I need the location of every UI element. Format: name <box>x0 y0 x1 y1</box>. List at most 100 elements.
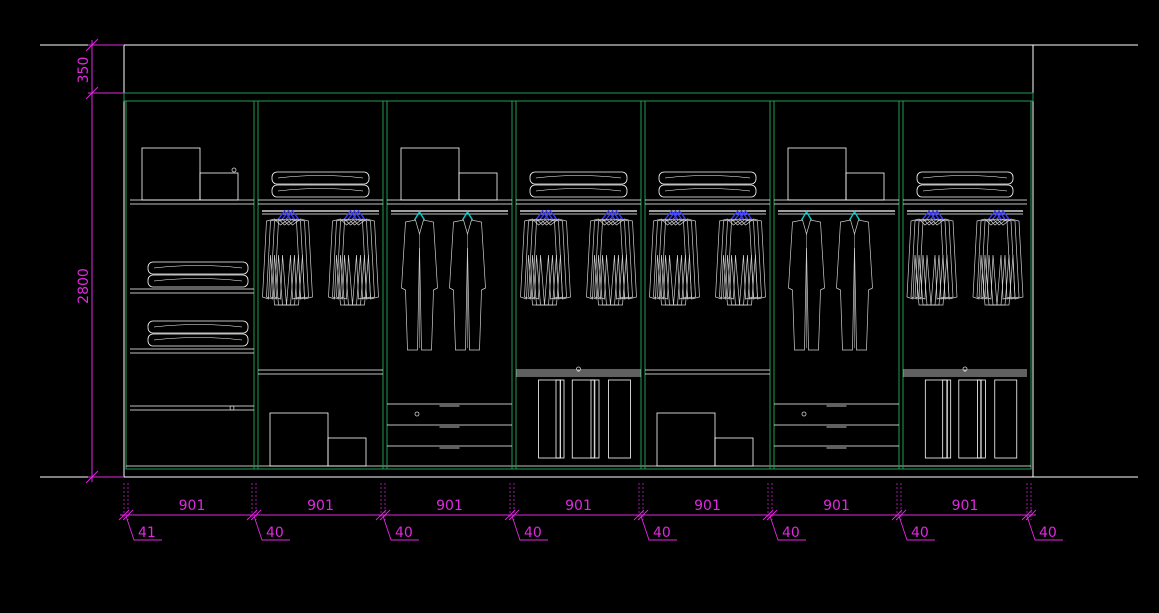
frame <box>40 44 1138 478</box>
hanging-trousers <box>924 379 948 459</box>
divider-panel <box>511 100 517 470</box>
dim-tick <box>895 509 907 521</box>
hanging-shirt <box>332 218 371 306</box>
hanging-shirt <box>266 218 305 306</box>
hanging-shirt <box>984 218 1024 306</box>
panel-thickness-label: 41 <box>138 525 156 541</box>
folded-clothes <box>664 175 751 179</box>
hanging-trousers <box>958 379 982 459</box>
dim-tick <box>891 509 903 521</box>
bay-width-label: 901 <box>179 498 206 514</box>
hanging-shirt <box>336 218 375 306</box>
folded-clothes <box>922 175 1008 179</box>
leader-line <box>382 515 419 541</box>
wardrobe-contents <box>130 147 1027 467</box>
hanger <box>461 210 474 221</box>
bay-width-label: 901 <box>436 498 463 514</box>
hanger <box>281 209 296 220</box>
dim-tick <box>122 509 134 521</box>
folded-clothes <box>153 324 243 328</box>
leader-line <box>640 515 677 541</box>
storage-box <box>141 147 201 201</box>
hanger <box>539 209 554 220</box>
bay-width-label: 901 <box>307 498 334 514</box>
dim-tick <box>246 509 258 521</box>
folded-clothes <box>147 274 249 288</box>
hanging-shirt <box>586 218 625 306</box>
hanging-shirt <box>532 218 571 306</box>
storage-box <box>327 437 367 467</box>
hanger <box>668 209 683 220</box>
folded-clothes <box>529 184 628 198</box>
dim-tick <box>762 509 774 521</box>
storage-box <box>845 172 885 201</box>
hanging-trousers <box>994 379 1018 459</box>
hanging-shirt <box>657 218 696 306</box>
folded-clothes <box>153 265 243 269</box>
hanging-shirt <box>719 218 758 306</box>
hanging-shirt <box>910 218 950 306</box>
hanging-shirt <box>262 218 301 306</box>
folded-clothes <box>277 175 364 179</box>
hanger <box>992 209 1006 220</box>
storage-box <box>458 172 498 201</box>
folded-clothes <box>529 171 628 185</box>
hanger <box>734 209 749 220</box>
panel-thickness-label: 40 <box>911 525 929 541</box>
panel-thickness-label: 40 <box>524 525 542 541</box>
long-coat <box>401 219 438 351</box>
divider-panel <box>253 100 259 470</box>
hanging-shirt <box>328 218 367 306</box>
knob <box>801 411 807 417</box>
bay-width-label: 901 <box>565 498 592 514</box>
hanging-shirt <box>270 218 309 306</box>
divider-panel <box>769 100 775 470</box>
hanger <box>543 209 558 220</box>
panel-thickness-label: 40 <box>653 525 671 541</box>
divider-panel <box>382 100 388 470</box>
dim-tick <box>375 509 387 521</box>
hanging-shirt <box>598 218 637 306</box>
hanging-shirt <box>727 218 766 306</box>
panel-thickness-label: 40 <box>782 525 800 541</box>
hanging-shirt <box>976 218 1016 306</box>
bay-width-label: 901 <box>694 498 721 514</box>
leader-line <box>898 515 935 541</box>
knob <box>229 405 235 411</box>
dim-tick <box>504 509 516 521</box>
divider-panel <box>640 100 646 470</box>
dim-tick <box>633 509 645 521</box>
hanging-trousers <box>571 379 595 459</box>
knob <box>414 411 420 417</box>
storage-box <box>714 437 754 467</box>
carcass-box <box>125 100 1032 470</box>
hanging-shirt <box>524 218 563 306</box>
divider-panel <box>898 100 904 470</box>
hanging-shirt <box>649 218 688 306</box>
bay-width-label: 901 <box>952 498 979 514</box>
knob <box>231 167 237 173</box>
folded-clothes <box>658 171 757 185</box>
hanger <box>347 209 362 220</box>
knob <box>576 366 581 372</box>
hanging-shirt <box>918 218 958 306</box>
folded-clothes <box>271 171 370 185</box>
hanging-shirt <box>653 218 692 306</box>
dim-2800-label: 2800 <box>76 268 92 304</box>
folded-clothes <box>658 184 757 198</box>
storage-box <box>400 147 460 201</box>
hanger <box>351 209 366 220</box>
hanger <box>609 209 624 220</box>
bay-width-label: 901 <box>823 498 850 514</box>
hanging-trousers <box>538 379 561 459</box>
hanger <box>605 209 620 220</box>
hanging-shirt <box>274 218 313 306</box>
hanging-shirt <box>723 218 762 306</box>
long-coat <box>836 219 873 351</box>
hanger <box>930 209 944 220</box>
storage-box <box>269 412 329 467</box>
hanger <box>285 209 300 220</box>
dim-tick <box>1021 509 1033 521</box>
